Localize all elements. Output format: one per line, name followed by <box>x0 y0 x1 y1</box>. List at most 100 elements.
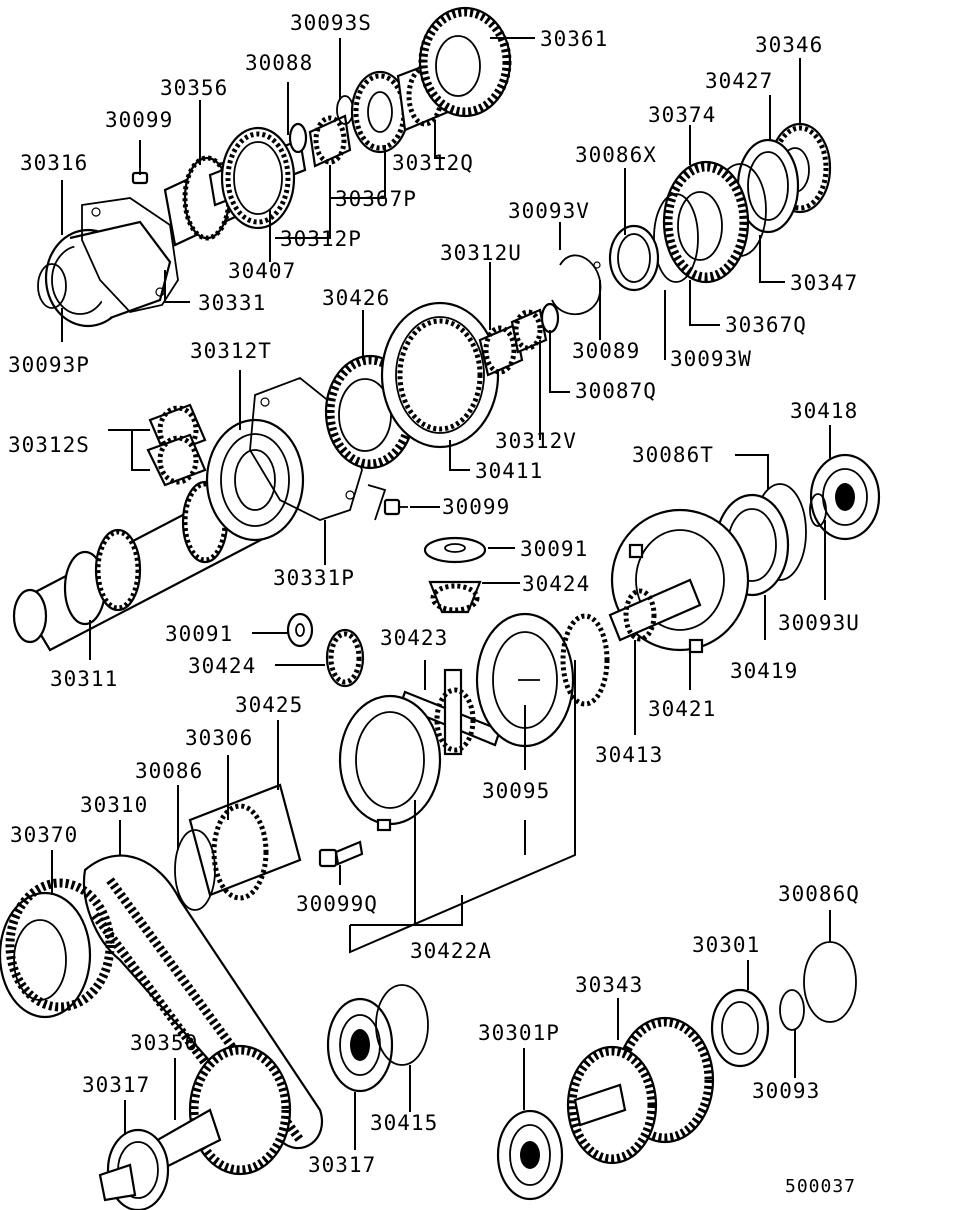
part-30093-snap-ring <box>779 989 805 1031</box>
label-30343: 30343 <box>575 973 643 997</box>
label-30311: 30311 <box>50 667 118 691</box>
label-30421: 30421 <box>648 697 716 721</box>
label-30407: 30407 <box>228 259 296 283</box>
part-30312U-needle-bearing <box>478 323 524 377</box>
part-30086Q-ring <box>803 941 857 1023</box>
part-30424-pinion-left <box>325 628 365 688</box>
part-30088-spacer <box>288 122 308 154</box>
part-30317-bearing-right <box>326 997 394 1093</box>
label-30316: 30316 <box>20 151 88 175</box>
label-30427: 30427 <box>705 69 773 93</box>
label-30088: 30088 <box>245 51 313 75</box>
part-30316-bearing-housing <box>44 220 172 328</box>
leader-lines <box>51 37 831 1150</box>
label-30093V: 30093V <box>508 199 590 223</box>
label-30317-right: 30317 <box>308 1153 376 1177</box>
label-30086T: 30086T <box>632 443 714 467</box>
part-30312P-needle-bearing <box>308 114 352 168</box>
label-30346: 30346 <box>755 33 823 57</box>
label-30312S: 30312S <box>8 433 90 457</box>
label-30356: 30356 <box>160 76 228 100</box>
label-30089: 30089 <box>572 339 640 363</box>
part-30312T-bearing <box>205 418 305 542</box>
part-30091-thrust-washer-left <box>286 612 314 648</box>
label-30367P: 30367P <box>335 187 417 211</box>
label-30099-middle: 30099 <box>442 495 510 519</box>
label-30312T: 30312T <box>190 339 272 363</box>
part-30361-gear <box>418 6 512 118</box>
label-30426: 30426 <box>322 286 390 310</box>
label-30093W: 30093W <box>670 347 752 371</box>
part-30099Q-bolt <box>318 840 364 868</box>
part-30350-driven-sprocket <box>138 1044 292 1177</box>
part-30086-snap-ring <box>174 829 216 911</box>
label-30370: 30370 <box>10 823 78 847</box>
part-30301P-bearing <box>496 1109 564 1201</box>
part-30306-needle-bearing <box>188 783 302 901</box>
label-30418: 30418 <box>790 399 858 423</box>
label-30093: 30093 <box>752 1079 820 1103</box>
part-30370-drive-sprocket <box>0 878 115 1019</box>
part-30312V-needle-bearing <box>510 308 548 354</box>
part-30301-bearing <box>710 988 770 1068</box>
label-30099-top: 30099 <box>105 108 173 132</box>
label-30413: 30413 <box>595 743 663 767</box>
part-30317-bearing-left <box>98 1128 170 1210</box>
part-30312S-needle-bearing <box>146 403 207 487</box>
part-30425-diff-case-left <box>338 694 442 832</box>
label-30093U: 30093U <box>778 611 860 635</box>
part-30099-bolt-middle <box>383 498 408 516</box>
part-30089-pin <box>593 261 601 269</box>
part-30343-counter-gear <box>566 1016 715 1165</box>
label-30350: 30350 <box>130 1031 198 1055</box>
part-30331P-gasket <box>249 376 387 521</box>
label-30091-left: 30091 <box>165 622 233 646</box>
label-30306: 30306 <box>185 726 253 750</box>
part-30091-thrust-washer-upper <box>423 536 487 564</box>
label-30093S: 30093S <box>290 11 372 35</box>
label-30086X: 30086X <box>575 143 657 167</box>
part-30086X-bearing-ring <box>608 224 660 292</box>
part-30413-output-shaft <box>608 578 702 642</box>
diagram-reference-number: 500037 <box>785 1176 856 1197</box>
part-30427-ring <box>736 138 800 234</box>
label-30411: 30411 <box>475 459 543 483</box>
label-30093P: 30093P <box>8 353 90 377</box>
label-30099Q: 30099Q <box>296 892 378 916</box>
label-30301: 30301 <box>692 933 760 957</box>
label-30086Q: 30086Q <box>778 882 860 906</box>
part-30418-bearing <box>809 453 881 541</box>
label-30312P: 30312P <box>280 227 362 251</box>
part-30407-synchronizer <box>220 126 296 230</box>
label-30317-left: 30317 <box>82 1073 150 1097</box>
label-30425: 30425 <box>235 693 303 717</box>
part-labels: 30093S 30361 30346 30088 30356 30427 300… <box>8 11 860 1197</box>
label-30331: 30331 <box>198 291 266 315</box>
label-30419: 30419 <box>730 659 798 683</box>
part-30424-pinion-upper <box>428 580 482 614</box>
label-30331P: 30331P <box>273 566 355 590</box>
part-30093P-snap-ring <box>37 263 67 309</box>
label-30301P: 30301P <box>478 1021 560 1045</box>
label-30312V: 30312V <box>495 429 577 453</box>
label-30367Q: 30367Q <box>725 313 807 337</box>
part-30087Q-spacer <box>540 302 560 334</box>
label-30086: 30086 <box>135 759 203 783</box>
part-30411-sleeve <box>380 301 500 449</box>
part-30374-gear <box>662 160 750 284</box>
part-30093V-snap-ring <box>551 254 602 316</box>
label-30087Q: 30087Q <box>575 379 657 403</box>
label-30423: 30423 <box>380 626 448 650</box>
part-30415-snap-ring <box>375 984 429 1066</box>
label-30422A: 30422A <box>410 939 492 963</box>
label-30312U: 30312U <box>440 241 522 265</box>
label-30312Q: 30312Q <box>392 151 474 175</box>
label-30091-upper: 30091 <box>520 537 588 561</box>
label-30361: 30361 <box>540 27 608 51</box>
part-30093U-snap-ring <box>809 493 827 527</box>
label-30374: 30374 <box>648 103 716 127</box>
label-30310: 30310 <box>80 793 148 817</box>
part-30422A-differential-case-right <box>475 612 610 748</box>
